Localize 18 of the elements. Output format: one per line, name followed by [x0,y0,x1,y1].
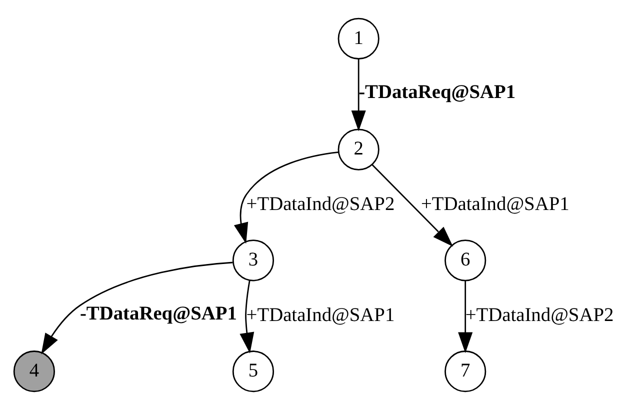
edge-label: +TDataInd@SAP2 [246,194,395,215]
arrow [234,150,339,244]
edge-label: +TDataInd@SAP2 [465,304,614,326]
node-circle: 1 [338,17,380,59]
arrow [372,164,454,246]
arrow [458,280,473,353]
node-circle: 2 [338,128,380,170]
arrow [351,58,366,131]
edge-label: +TDataInd@SAP1 [420,194,570,215]
node-circle: 6 [444,239,486,281]
arrow [240,280,254,353]
node-circle: 5 [232,350,274,392]
node-circle: 7 [444,350,486,392]
edge-label: +TDataInd@SAP1 [246,304,395,326]
node-circle: 4 [13,350,55,392]
node-circle: 3 [232,239,274,281]
edge-label: -TDataReq@SAP1 [80,303,237,324]
arrow [41,261,233,354]
